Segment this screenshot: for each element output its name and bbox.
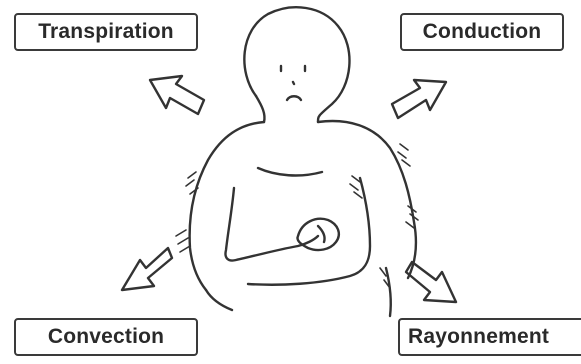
label-transpiration: Transpiration [14, 13, 198, 51]
label-conduction: Conduction [400, 13, 564, 51]
torso-left-side [206, 290, 232, 310]
label-rayonnement-text: Rayonnement [408, 325, 549, 349]
hand-finger-icon [318, 226, 325, 242]
label-conduction-text: Conduction [423, 20, 542, 44]
arrow-down-right-icon [406, 262, 456, 302]
chest-line [258, 168, 322, 175]
hand-icon [297, 219, 338, 250]
left-shoulder [190, 122, 264, 290]
label-rayonnement: Rayonnement [398, 318, 581, 356]
arrow-up-left-icon [150, 76, 204, 114]
shiver-mark-right-upper [398, 144, 410, 166]
right-arm [248, 178, 370, 285]
mouth-icon [287, 96, 301, 100]
arrow-up-right-icon [392, 80, 446, 118]
shiver-mark-left-lower [176, 230, 190, 252]
label-convection: Convection [14, 318, 198, 356]
arrow-down-left-icon [122, 248, 172, 290]
person-neck-left [256, 96, 265, 122]
torso-right-side [386, 268, 391, 316]
label-convection-text: Convection [48, 325, 164, 349]
label-transpiration-text: Transpiration [38, 20, 174, 44]
nose-icon [293, 82, 294, 84]
